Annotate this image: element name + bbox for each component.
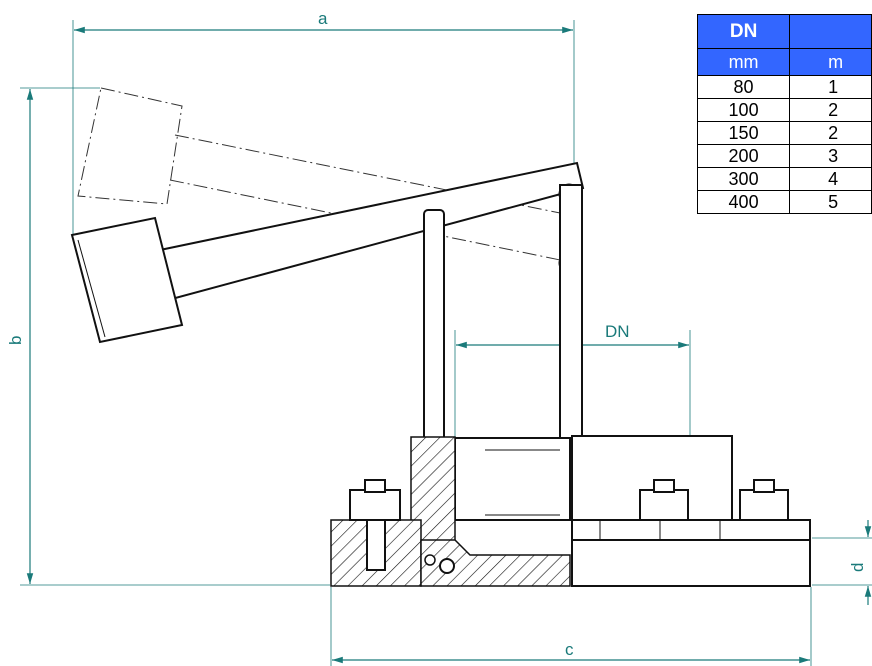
table-cell: 2: [789, 121, 872, 145]
counterweight: [70, 216, 184, 344]
dimension-b: b: [6, 87, 330, 586]
table-row: 200 3: [697, 144, 872, 168]
connecting-rods: [423, 184, 583, 473]
base-plate: [330, 519, 811, 587]
dimension-b-label: b: [6, 336, 25, 345]
table-row: 300 4: [697, 167, 872, 191]
dimension-dn-label: DN: [605, 322, 630, 341]
table-unit-col2: m: [789, 48, 872, 76]
dimension-table: DN mm m 80 1 100 2 150 2 200 3 300 4 400: [697, 14, 872, 284]
dimension-a-label: a: [318, 9, 328, 28]
table-unit-dn: mm: [697, 48, 791, 76]
table-cell: 300: [697, 167, 791, 191]
table-cell: 400: [697, 190, 791, 214]
bolts: [349, 479, 789, 574]
table-cell: 4: [789, 167, 872, 191]
table-row: 400 5: [697, 190, 872, 214]
table-cell: 1: [789, 75, 872, 99]
table-cell: 3: [789, 144, 872, 168]
dimension-d: d: [812, 520, 872, 605]
table-header-dn: DN: [697, 14, 791, 49]
table-cell: 100: [697, 98, 791, 122]
table-cell: 2: [789, 98, 872, 122]
dimension-a: a: [72, 9, 575, 235]
table-row: 100 2: [697, 98, 872, 122]
table-row: 80 1: [697, 75, 872, 99]
valve-body: [410, 435, 733, 548]
table-cell: 200: [697, 144, 791, 168]
dimension-d-label: d: [848, 563, 867, 572]
dimension-c-label: c: [565, 640, 574, 659]
table-header-col2: [789, 14, 872, 49]
table-cell: 5: [789, 190, 872, 214]
table-cell: 80: [697, 75, 791, 99]
table-cell: 150: [697, 121, 791, 145]
table-row: 150 2: [697, 121, 872, 145]
lever-arm: [158, 161, 585, 302]
dimension-c: c: [330, 587, 812, 666]
